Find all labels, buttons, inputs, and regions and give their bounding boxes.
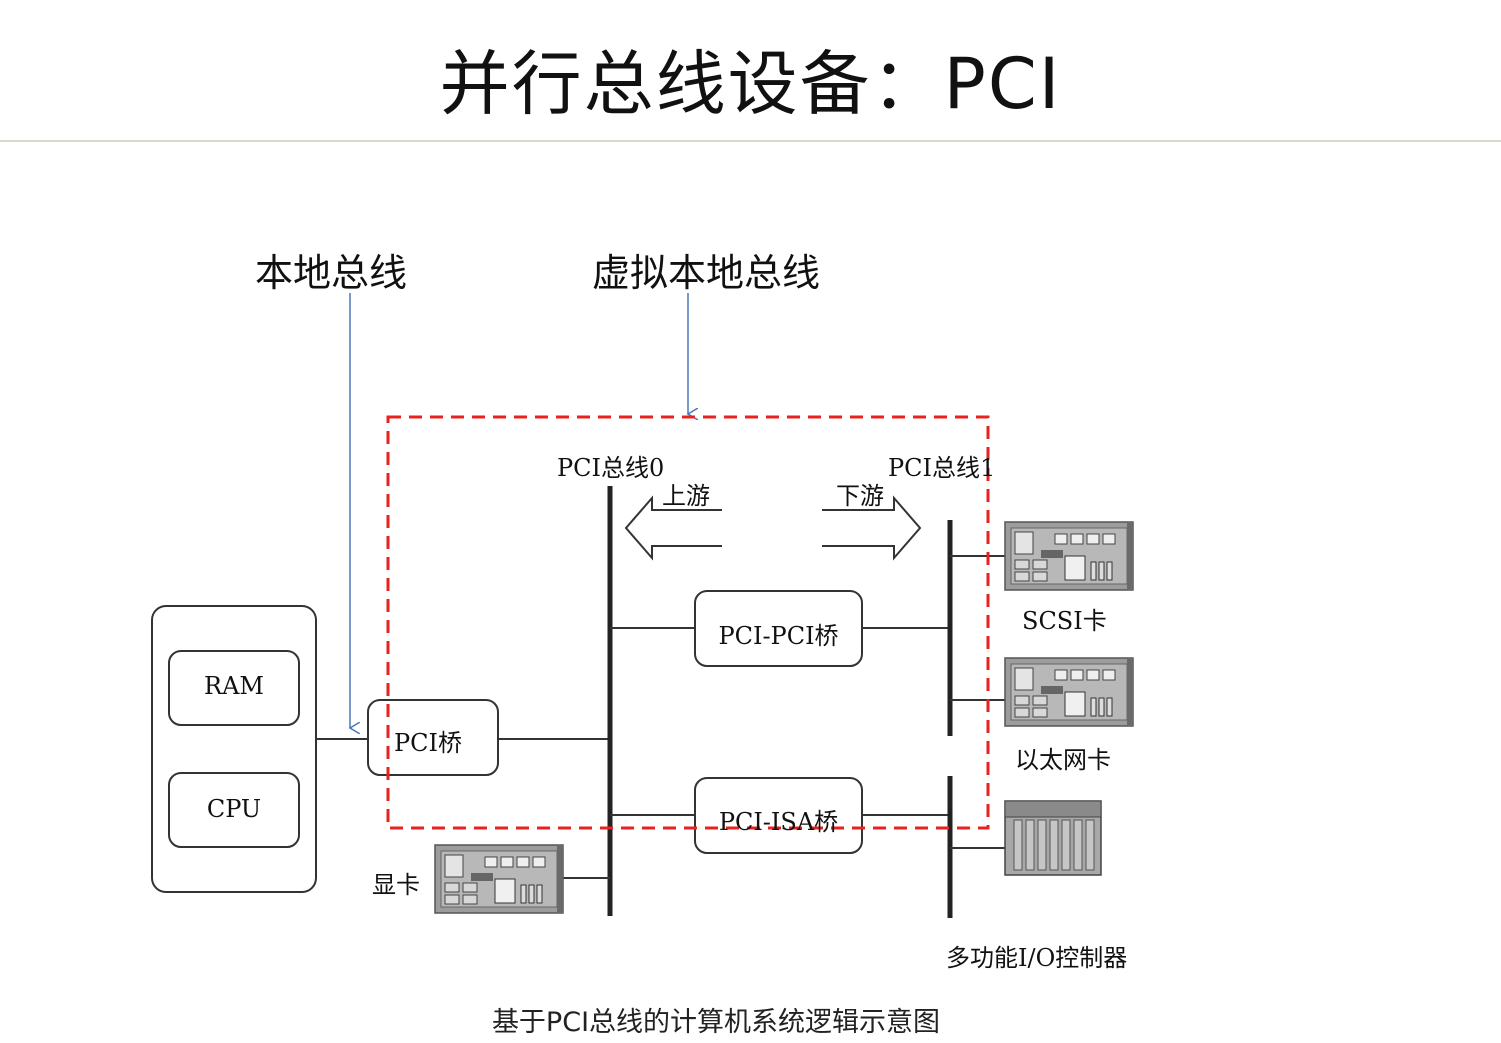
cpu-box <box>168 772 300 848</box>
slide-title: 并行总线设备：PCI <box>439 43 1062 125</box>
pci-bridge-box <box>367 699 499 776</box>
scsi-card-image <box>1004 521 1134 591</box>
title-divider <box>0 140 1501 142</box>
upstream-label: 上游 <box>662 482 710 510</box>
graphics-card-image <box>434 844 564 914</box>
downstream-arrow <box>822 495 922 561</box>
ethernet-card-label: 以太网卡 <box>1015 746 1111 774</box>
io-controller-image <box>1004 800 1102 876</box>
ethernet-card-image <box>1004 657 1134 727</box>
virtual-local-bus-region <box>386 415 990 830</box>
ram-box <box>168 650 300 726</box>
pci-isa-bridge-label: PCI-ISA桥 <box>718 808 839 836</box>
downstream-label: 下游 <box>836 482 884 510</box>
pci-pci-bridge-label: PCI-PCI桥 <box>718 622 839 650</box>
pci-bridge-label: PCI桥 <box>394 729 462 757</box>
io-controller-label: 多功能I/O控制器 <box>946 944 1128 972</box>
virtual-local-bus-annotation: 虚拟本地总线 <box>592 251 821 295</box>
pci-bus1-label: PCI总线1 <box>888 454 996 482</box>
cpu-label: CPU <box>206 795 262 823</box>
upstream-arrow <box>624 495 722 561</box>
pci-bus0-label: PCI总线0 <box>557 454 665 482</box>
local-bus-annotation: 本地总线 <box>255 251 408 295</box>
graphics-card-label: 显卡 <box>372 871 420 899</box>
ram-label: RAM <box>204 672 264 700</box>
diagram-caption: 基于PCI总线的计算机系统逻辑示意图 <box>491 1007 941 1038</box>
scsi-card-label: SCSI卡 <box>1022 607 1107 635</box>
host-box <box>151 605 317 893</box>
